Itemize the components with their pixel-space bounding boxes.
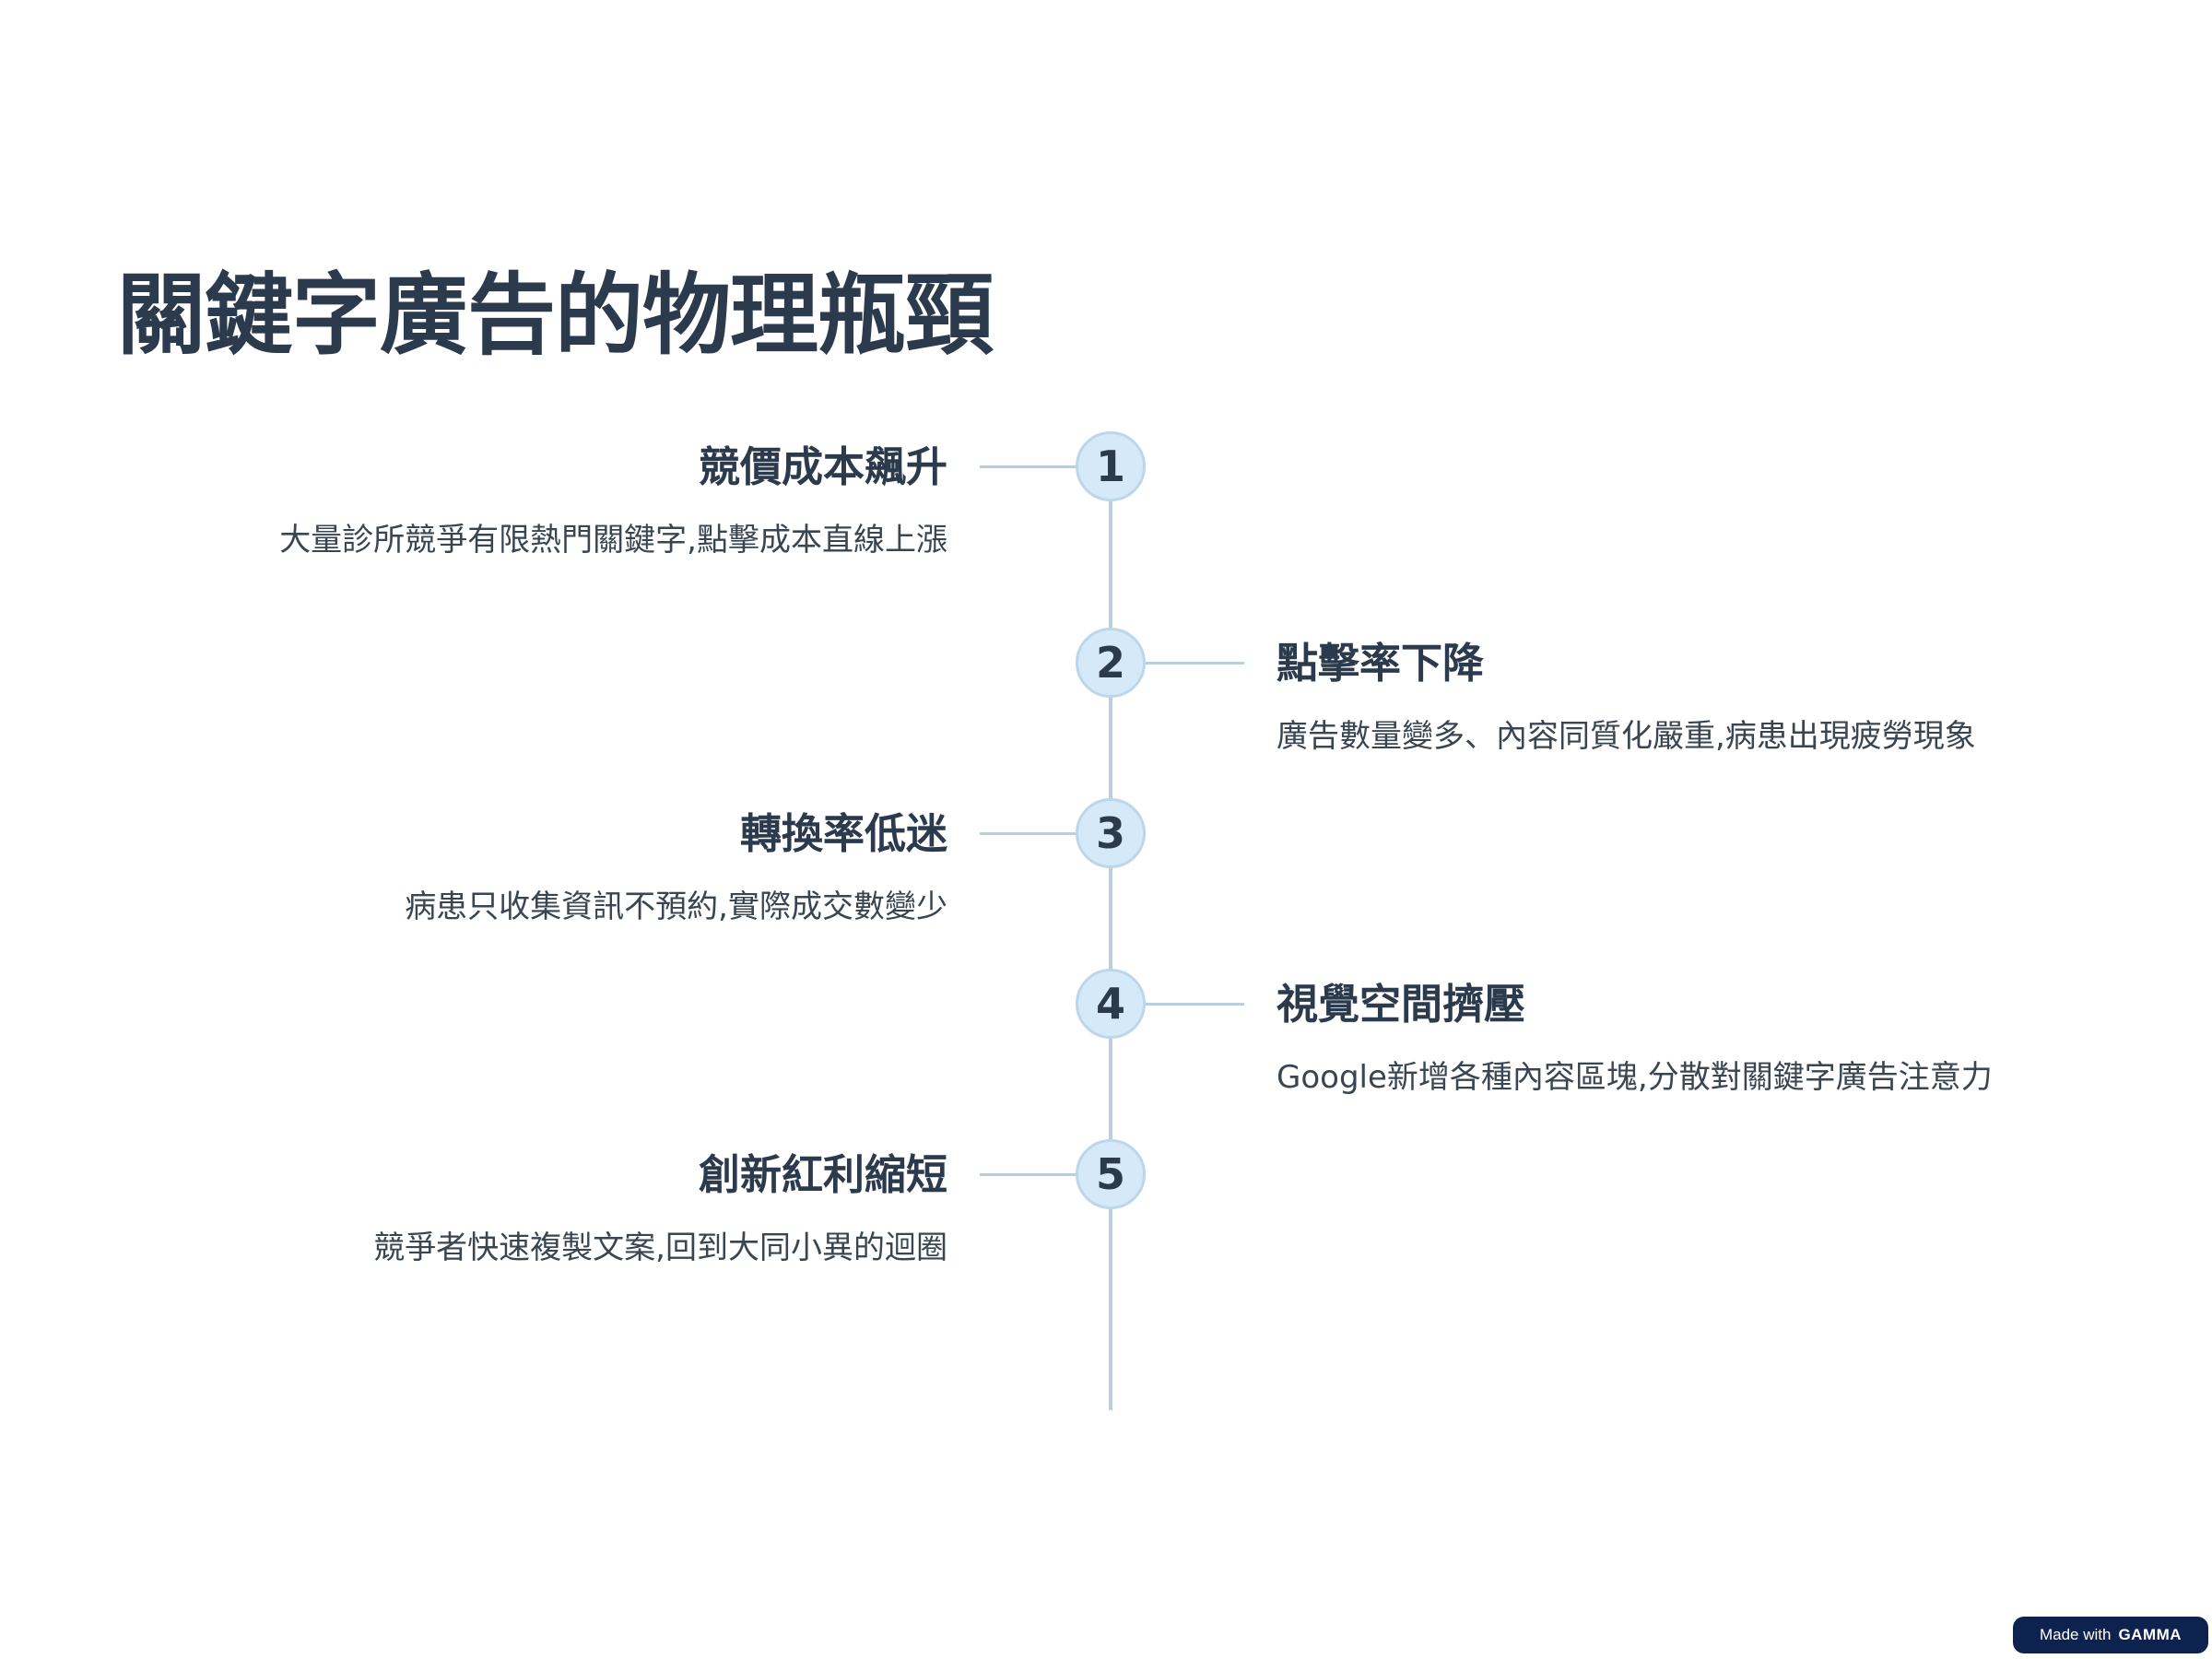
step-number-marker: 1 bbox=[1076, 431, 1146, 501]
item-title: 點擊率下降 bbox=[1277, 639, 1485, 688]
item-title: 轉換率低迷 bbox=[739, 809, 947, 858]
timeline-connector bbox=[980, 832, 1077, 835]
item-description: Google新增各種內容區塊,分散對關鍵字廣告注意力 bbox=[1277, 1059, 1993, 1096]
timeline-connector bbox=[980, 465, 1077, 468]
step-number-marker: 2 bbox=[1076, 628, 1146, 698]
item-title: 創新紅利縮短 bbox=[698, 1150, 947, 1199]
timeline-connector bbox=[1146, 662, 1244, 665]
item-description: 廣告數量變多、內容同質化嚴重,病患出現疲勞現象 bbox=[1277, 718, 1976, 755]
item-description: 大量診所競爭有限熱門關鍵字,點擊成本直線上漲 bbox=[279, 522, 947, 559]
made-with-gamma-badge[interactable]: Made with GAMMA bbox=[2013, 1617, 2208, 1653]
item-title: 競價成本飆升 bbox=[698, 442, 947, 491]
gamma-logo: GAMMA bbox=[2118, 1626, 2183, 1643]
step-number-marker: 5 bbox=[1076, 1139, 1146, 1209]
step-number-marker: 4 bbox=[1076, 969, 1146, 1039]
item-description: 競爭者快速複製文案,回到大同小異的迴圈 bbox=[373, 1230, 947, 1266]
timeline-connector bbox=[1146, 1003, 1244, 1006]
badge-prefix: Made with bbox=[2039, 1626, 2112, 1643]
item-title: 視覺空間擠壓 bbox=[1277, 980, 1526, 1029]
item-description: 病患只收集資訊不預約,實際成交數變少 bbox=[405, 888, 947, 925]
step-number-marker: 3 bbox=[1076, 798, 1146, 868]
timeline-spine bbox=[1109, 465, 1112, 1410]
page-title: 關鍵字廣告的物理瓶頸 bbox=[117, 264, 994, 367]
timeline-connector bbox=[980, 1173, 1077, 1176]
